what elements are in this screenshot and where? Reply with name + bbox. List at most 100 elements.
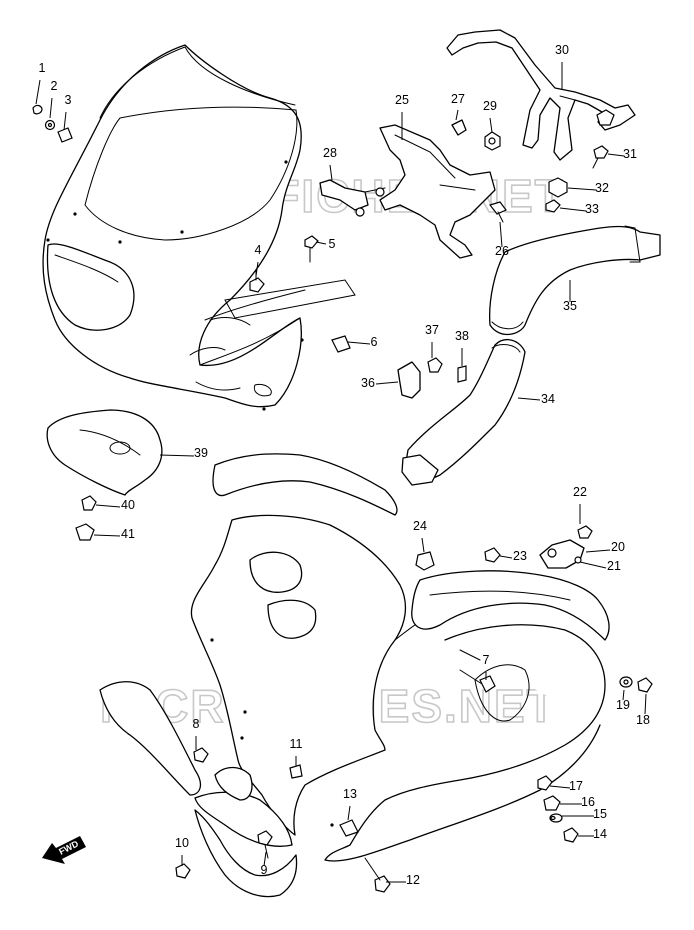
callout-number: 11 [290, 737, 303, 751]
callout-leader-line [517, 397, 541, 401]
callout-number: 1 [39, 61, 46, 75]
callout-number: 34 [541, 392, 555, 406]
callout-number: 22 [573, 485, 587, 499]
callout-leader-line [255, 261, 259, 277]
callout-37: 37 [425, 323, 439, 358]
callout-17: 17 [549, 779, 583, 793]
small-hardware [175, 235, 653, 893]
callout-leader-line [644, 693, 647, 715]
callout-25: 25 [395, 93, 409, 140]
callout-number: 40 [121, 498, 135, 512]
callout-leader-line [347, 805, 351, 821]
callout-leader-line [585, 549, 611, 553]
callout-leader-line [579, 561, 607, 569]
callout-35: 35 [563, 280, 577, 313]
callout-number: 2 [51, 79, 58, 93]
callout-15: 15 [562, 807, 607, 821]
callout-11: 11 [290, 737, 303, 766]
callout-number: 14 [593, 827, 607, 841]
fwd-arrow-icon: FWD [42, 836, 86, 864]
callout-10: 10 [175, 836, 189, 866]
callout-1: 1 [35, 61, 46, 105]
callout-5: 5 [315, 237, 336, 251]
callout-36: 36 [361, 376, 399, 390]
callout-16: 16 [560, 795, 595, 809]
callout-leader-line [49, 97, 53, 119]
callout-13: 13 [343, 787, 357, 821]
callout-number: 39 [194, 446, 208, 460]
callout-9: 9 [261, 851, 268, 877]
callout-number: 27 [451, 92, 465, 106]
callout-40: 40 [95, 498, 135, 512]
callout-7: 7 [483, 653, 490, 680]
upper-stay [446, 29, 636, 161]
callout-number: 28 [323, 146, 337, 160]
callout-number: 23 [513, 549, 527, 563]
callout-number: 13 [343, 787, 357, 801]
callout-23: 23 [499, 549, 527, 563]
bracket-20 [415, 525, 593, 571]
callout-number: 35 [563, 299, 577, 313]
callout-31: 31 [607, 147, 637, 161]
callout-number: 21 [607, 559, 621, 573]
callout-leader-line [559, 207, 587, 212]
callout-leader-line [567, 187, 597, 191]
callout-38: 38 [455, 329, 469, 366]
callout-leader-line [315, 241, 327, 245]
callout-4: 4 [255, 243, 262, 277]
air-duct-long [489, 225, 661, 336]
callout-leader-line [607, 153, 625, 157]
callout-number: 31 [623, 147, 637, 161]
rear-side-cowling [324, 570, 610, 862]
callout-22: 22 [573, 485, 587, 524]
callout-number: 30 [555, 43, 569, 57]
callout-leader-line [375, 381, 399, 385]
callout-leader-line [347, 341, 371, 345]
hardware-1-3 [32, 104, 73, 143]
callout-24: 24 [413, 519, 427, 553]
callout-leader-line [63, 111, 67, 131]
callout-41: 41 [93, 527, 135, 541]
upper-cowling [42, 44, 306, 411]
callout-28: 28 [323, 146, 337, 181]
hardware-31-33 [545, 145, 609, 213]
callout-leader-line [159, 454, 195, 457]
callout-39: 39 [159, 446, 208, 460]
callout-number: 38 [455, 329, 469, 343]
callout-number: 6 [371, 335, 378, 349]
callout-number: 36 [361, 376, 375, 390]
callout-6: 6 [347, 335, 378, 349]
callout-number: 7 [483, 653, 490, 667]
fairing-bracket [319, 119, 507, 259]
callout-8: 8 [193, 717, 200, 750]
callout-21: 21 [579, 559, 621, 573]
callout-3: 3 [63, 93, 72, 131]
callout-number: 3 [65, 93, 72, 107]
callout-20: 20 [585, 540, 625, 554]
callout-number: 37 [425, 323, 439, 337]
callout-number: 20 [611, 540, 625, 554]
callout-number: 10 [175, 836, 189, 850]
callout-leader-line [421, 537, 425, 553]
callout-number: 26 [495, 244, 509, 258]
callout-number: 8 [193, 717, 200, 731]
callout-19: 19 [616, 689, 630, 712]
callout-number: 15 [593, 807, 607, 821]
callout-leader-line [35, 79, 41, 105]
callout-leader-line [489, 117, 493, 133]
callout-leader-line [499, 555, 513, 559]
callout-number: 4 [255, 243, 262, 257]
bracket-36 [397, 357, 467, 399]
callout-number: 33 [585, 202, 599, 216]
callout-33: 33 [559, 202, 599, 216]
callout-2: 2 [49, 79, 58, 119]
callout-number: 18 [636, 713, 650, 727]
callout-29: 29 [483, 99, 497, 133]
callout-number: 29 [483, 99, 497, 113]
callout-number: 17 [569, 779, 583, 793]
callout-leader-line [263, 851, 267, 867]
callout-number: 41 [121, 527, 135, 541]
callout-32: 32 [567, 181, 609, 195]
